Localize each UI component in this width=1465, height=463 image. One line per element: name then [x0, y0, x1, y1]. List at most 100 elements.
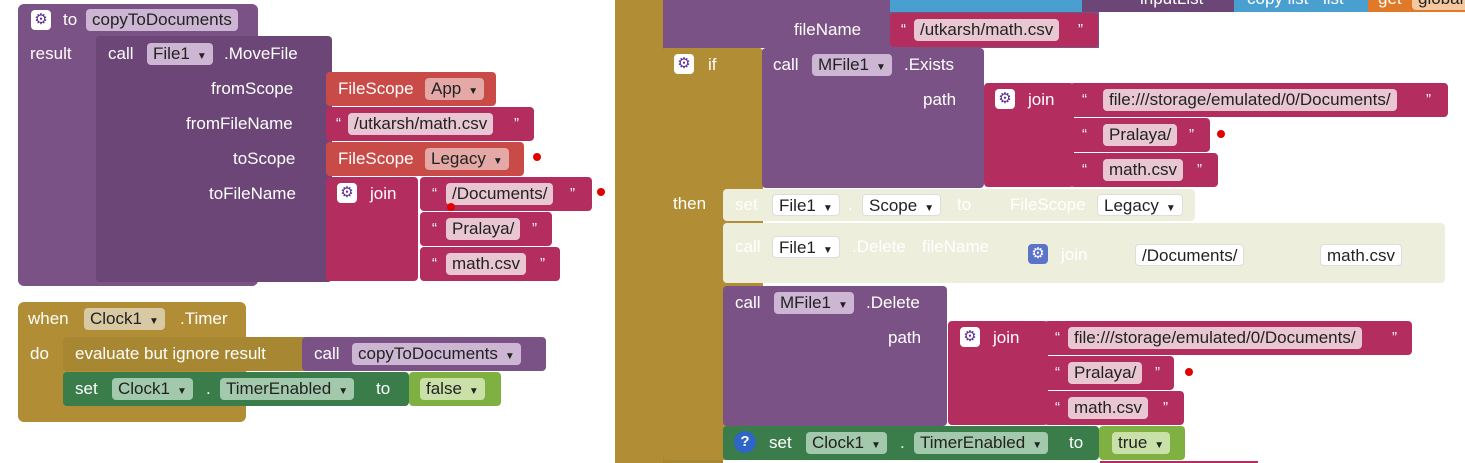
proc-name-field[interactable]: copyToDocuments [86, 9, 238, 31]
text-filename-field[interactable]: /utkarsh/math.csv [914, 19, 1060, 41]
evaluate-ignore-label: evaluate but ignore result [75, 344, 266, 363]
movefile-block[interactable] [96, 36, 332, 282]
text-docs-field[interactable]: /Documents/ [446, 183, 554, 205]
top-blue-strip [890, 0, 1082, 12]
dot-label: . [900, 433, 905, 452]
set-clock-dropdown[interactable]: Clock1▼ [806, 432, 887, 454]
scope-prop-dropdown[interactable]: Scope▼ [862, 194, 942, 216]
text-mathcsv-field[interactable]: math.csv [1103, 159, 1184, 181]
movefile-call-label: call [108, 44, 134, 63]
gear-icon[interactable]: ⚙ [960, 327, 980, 347]
path-label: path [888, 328, 922, 347]
set-prop-dropdown[interactable]: TimerEnabled▼ [914, 432, 1049, 454]
close-quote: ” [1189, 126, 1194, 143]
scope-legacy-dropdown[interactable]: Legacy▼ [425, 148, 509, 170]
filescope-label: FileScope [338, 79, 414, 98]
call-label: call [735, 237, 761, 256]
filescope-label: FileScope [1010, 195, 1086, 214]
gear-icon[interactable]: ⚙ [995, 89, 1015, 109]
close-quote: ” [1392, 329, 1397, 346]
gear-icon[interactable]: ⚙ [337, 183, 357, 203]
text-docs-field[interactable]: /Documents/ [1135, 244, 1245, 266]
open-quote: “ [1082, 161, 1087, 178]
proc-to-label: to [63, 10, 78, 29]
text-storage-field[interactable]: file:///storage/emulated/0/Documents/ [1103, 89, 1397, 111]
then-label: then [673, 194, 707, 213]
copy-list-label: copy list [1247, 0, 1308, 10]
set-label: set [75, 379, 98, 398]
text-pralaya-field[interactable]: Pralaya/ [1068, 362, 1143, 384]
close-quote: ” [1426, 91, 1431, 108]
outer-event-strip[interactable] [615, 0, 663, 463]
fromscope-label: fromScope [211, 79, 294, 98]
text-mathcsv-field[interactable]: math.csv [446, 253, 527, 275]
filename-param-label: fileName [922, 237, 990, 256]
inputlist-block[interactable] [1082, 0, 1234, 12]
open-quote: “ [1082, 126, 1087, 143]
fromfilename-label: fromFileName [186, 114, 293, 133]
tofilename-label: toFileName [209, 184, 296, 203]
open-quote: “ [432, 220, 437, 237]
gear-icon[interactable]: ⚙ [31, 10, 51, 30]
dot-label: . [848, 195, 853, 214]
join-label: join [370, 184, 397, 203]
false-dropdown[interactable]: false▼ [420, 378, 485, 400]
global-field[interactable]: global [1412, 0, 1465, 10]
gear-icon[interactable]: ⚙ [1028, 244, 1048, 264]
open-quote: “ [1055, 399, 1060, 416]
list-label: list [1323, 0, 1344, 10]
text-storage-field[interactable]: file:///storage/emulated/0/Documents/ [1068, 327, 1362, 349]
mfile-dropdown[interactable]: MFile1▼ [774, 292, 854, 314]
clock-component-dropdown[interactable]: Clock1▼ [84, 308, 165, 330]
movefile-method-label: .MoveFile [224, 44, 298, 63]
to-label: to [376, 379, 391, 398]
error-dot [533, 153, 541, 161]
evaluate-ignore-block[interactable] [63, 337, 309, 371]
mfile-dropdown[interactable]: MFile1▼ [812, 54, 892, 76]
text-fromfile-field[interactable]: /utkarsh/math.csv [348, 113, 494, 135]
get-label: get [1378, 0, 1402, 10]
help-icon[interactable]: ? [734, 431, 756, 453]
copy-list-block[interactable] [1234, 0, 1368, 12]
open-quote: “ [336, 115, 341, 132]
file1-dropdown[interactable]: File1▼ [772, 236, 840, 258]
set-clock-dropdown[interactable]: Clock1▼ [112, 378, 193, 400]
gear-icon[interactable]: ⚙ [674, 54, 694, 74]
text-mathcsv-field[interactable]: math.csv [1320, 244, 1403, 266]
call-label: call [314, 344, 340, 363]
close-quote: ” [1197, 161, 1202, 178]
delete-label: .Delete [852, 237, 906, 256]
close-quote: ” [1155, 364, 1160, 381]
proc-result-label: result [30, 44, 72, 63]
text-pralaya-field[interactable]: Pralaya/ [446, 218, 521, 240]
filename-label: fileName [794, 20, 862, 39]
to-label: to [957, 195, 972, 214]
call-label: call [735, 293, 761, 312]
set-prop-dropdown[interactable]: TimerEnabled▼ [220, 378, 355, 400]
text-pralaya-field[interactable]: Pralaya/ [1103, 124, 1178, 146]
dot-label: . [206, 379, 211, 398]
true-dropdown[interactable]: true▼ [1112, 432, 1171, 454]
delete-label: .Delete [866, 293, 920, 312]
close-quote: ” [514, 115, 519, 132]
close-quote: ” [540, 255, 545, 272]
path-label: path [923, 90, 957, 109]
join-label: join [1061, 245, 1088, 264]
open-quote: “ [1055, 329, 1060, 346]
scope-app-dropdown[interactable]: App▼ [425, 78, 485, 100]
bottom-partial-block [1100, 461, 1258, 463]
error-dot [597, 188, 605, 196]
movefile-component-dropdown[interactable]: File1▼ [147, 43, 213, 65]
text-mathcsv-field[interactable]: math.csv [1068, 397, 1149, 419]
if-label: if [708, 55, 717, 74]
close-quote: ” [532, 220, 537, 237]
scope-legacy-dropdown[interactable]: Legacy▼ [1097, 194, 1183, 216]
timer-event-label: .Timer [180, 309, 228, 328]
open-quote: “ [432, 185, 437, 202]
when-label: when [28, 309, 69, 328]
error-dot [447, 203, 455, 211]
filescope-label: FileScope [338, 149, 414, 168]
file1-dropdown[interactable]: File1▼ [772, 194, 840, 216]
call-proc-dropdown[interactable]: copyToDocuments▼ [352, 343, 521, 365]
close-quote: ” [1078, 21, 1083, 38]
